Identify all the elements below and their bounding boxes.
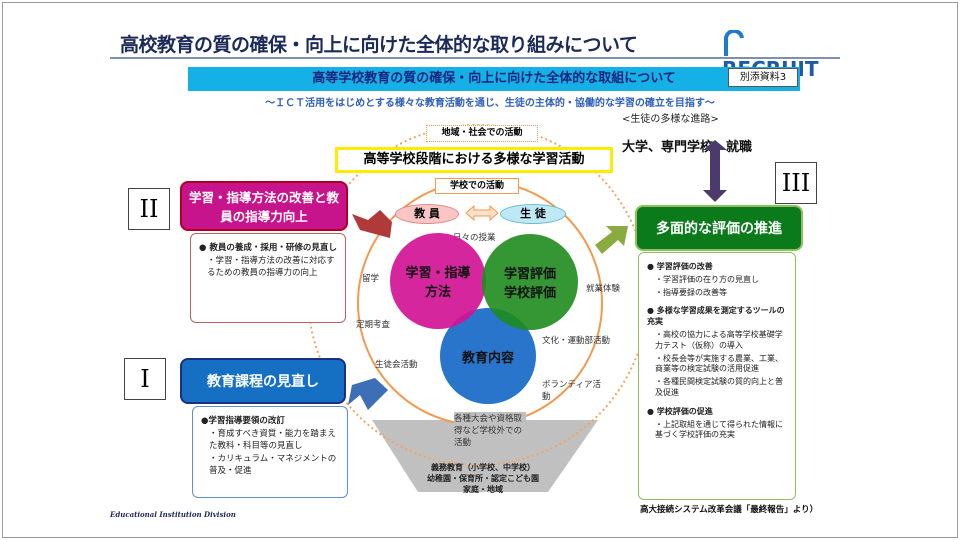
arrow-to-pillar3-icon [595, 226, 628, 254]
outside-activities: 各種大会や資格取得など学校外での活動 [454, 412, 526, 448]
circle-evaluation: 学習評価学校評価 [482, 234, 578, 330]
pillar3-item: ・指導要録の改善等 [655, 287, 727, 297]
student-ellipse: 生 徒 [500, 204, 566, 224]
title-divider [110, 57, 840, 59]
pillar3-number: III [775, 162, 817, 204]
page-title: 高校教育の質の確保・向上に向けた全体的な取り組みについて [120, 34, 638, 56]
foundation-text: 義務教育（小学校、中学校） 幼稚園・保育所・認定こども園 家庭・地域 [400, 463, 566, 495]
school-label: 学校での活動 [435, 178, 519, 194]
study-abroad: 留学 [362, 274, 380, 284]
banner-subtitle: ～ＩＣＴ活用をはじめとする様々な教育活動を通じ、生徒の主体的・協働的な学習の確立… [265, 98, 715, 109]
pillar2-number: II [128, 188, 170, 230]
circle-methods: 学習・指導方法 [390, 233, 486, 329]
pillar3-bullet: ● 学習評価の改善 [647, 262, 713, 271]
pillar3-item: ・上記取組を通じて得られた情報に基づく学校評価の充実 [655, 419, 783, 440]
bidirectional-arrow-icon [465, 204, 499, 222]
pillar3-bullet: ● 多様な学習成果を測定するツールの充実 [647, 306, 785, 327]
footer-division: Educational Institution Division [110, 510, 236, 519]
pillar2-bullet: ● 教員の養成・採用・研修の見直し [199, 243, 337, 253]
student-council: 生徒会活動 [375, 360, 418, 370]
main-activity-label: 高等学校段階における多様な学習活動 [335, 147, 613, 173]
pillar3-bullet: ● 学校評価の促進 [647, 406, 713, 416]
methods-label: 学習・指導方法 [405, 266, 471, 300]
pillar3-box: ● 学習評価の改善 ・学習評価の在り方の見直し ・指導要録の改善等 ● 多様な学… [638, 252, 796, 500]
banner-title: 高等学校教育の質の確保・向上に向けた全体的な取組について [188, 67, 800, 91]
paths-label: <生徒の多様な進路> [622, 114, 719, 125]
family-community: 家庭・地域 [463, 484, 503, 494]
school-evaluation-label: 学校評価 [503, 286, 556, 301]
evaluation-label: 学習評価 [503, 267, 556, 282]
pillar1-bullet: ●学習指導要領の改訂 [201, 416, 285, 426]
curriculum-label: 教育内容 [461, 350, 514, 366]
double-arrow-icon [703, 140, 727, 202]
footer-source: 高大接続システム改革会議「最終報告」より） [640, 505, 819, 515]
logo-mark-icon [723, 28, 744, 56]
foundation-funnel [372, 420, 598, 492]
pillar3-item: ・学習評価の在り方の見直し [655, 274, 759, 284]
arrow-to-pillar2-icon [352, 210, 392, 238]
pillar1-box: ●学習指導要領の改訂 ・育成すべき資質・能力を踏まえた教科・科目等の見直し ・カ… [192, 406, 348, 498]
compulsory-education: 義務教育（小学校、中学校） [431, 463, 535, 472]
regular-exams: 定期考査 [356, 320, 391, 330]
pillar3-item: ・各種民間検定試験の質的向上と普及促進 [655, 377, 783, 397]
pillar1-header: 教育課程の見直し [180, 358, 346, 404]
volunteer-activities: ボランティア活動 [542, 380, 601, 402]
pillar3-item: ・高校の協力による高等学校基礎学力テスト（仮称）の導入 [655, 329, 783, 350]
pillar3-item: ・校長会等が実施する農業、工業、商業等の検定試験の活用促進 [655, 353, 783, 374]
daily-classes: 日々の授業 [453, 233, 496, 243]
pillar1-item: ・カリキュラム・マネジメントの普及・促進 [209, 454, 337, 476]
arrow-to-pillar1-icon [348, 378, 388, 410]
pillar2-item: ・学習・指導方法の改善に対応するための教員の指導力の向上 [207, 256, 335, 278]
preschools: 幼稚園・保育所・認定こども園 [427, 473, 539, 483]
annex-label: 別添資料3 [728, 68, 798, 87]
teacher-ellipse: 教 員 [395, 204, 459, 224]
club-activities: 文化・運動部活動 [542, 336, 611, 346]
community-label: 地域・社会での活動 [426, 125, 538, 142]
work-experience: 就業体験 [586, 284, 621, 294]
pillar3-header: 多面的な評価の推進 [635, 205, 803, 251]
pillar1-number: I [124, 358, 166, 400]
pillar1-item: ・育成すべき資質・能力を踏まえた教科・科目等の見直し [209, 429, 336, 451]
pillar2-box: ● 教員の養成・採用・研修の見直し ・学習・指導方法の改善に対応するための教員の… [190, 233, 346, 323]
pillar2-header: 学習・指導方法の改善と教員の指導力向上 [180, 181, 348, 231]
